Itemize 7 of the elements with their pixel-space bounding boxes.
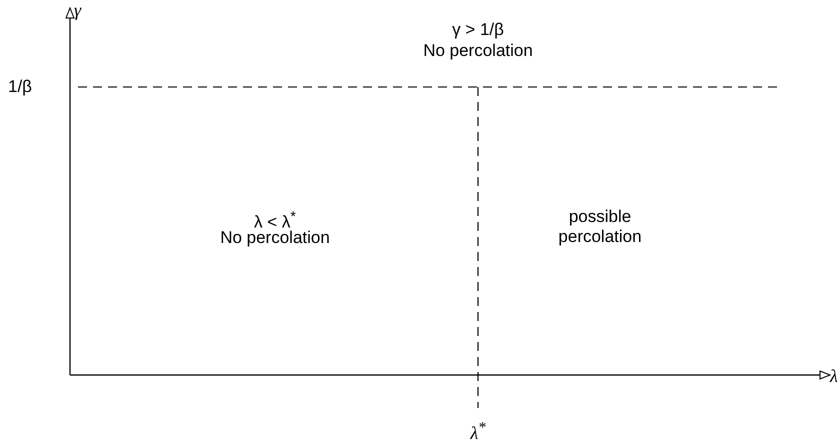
region-label: No percolation [423, 41, 533, 61]
axis-label: γ [74, 0, 82, 20]
region-label: possible percolation [557, 207, 643, 247]
axis-label: λ [830, 366, 838, 386]
tick-label: 1/β [8, 77, 32, 97]
tick-label: λ$^{*}$ [470, 419, 486, 443]
region-condition: γ > 1/β [452, 20, 504, 40]
